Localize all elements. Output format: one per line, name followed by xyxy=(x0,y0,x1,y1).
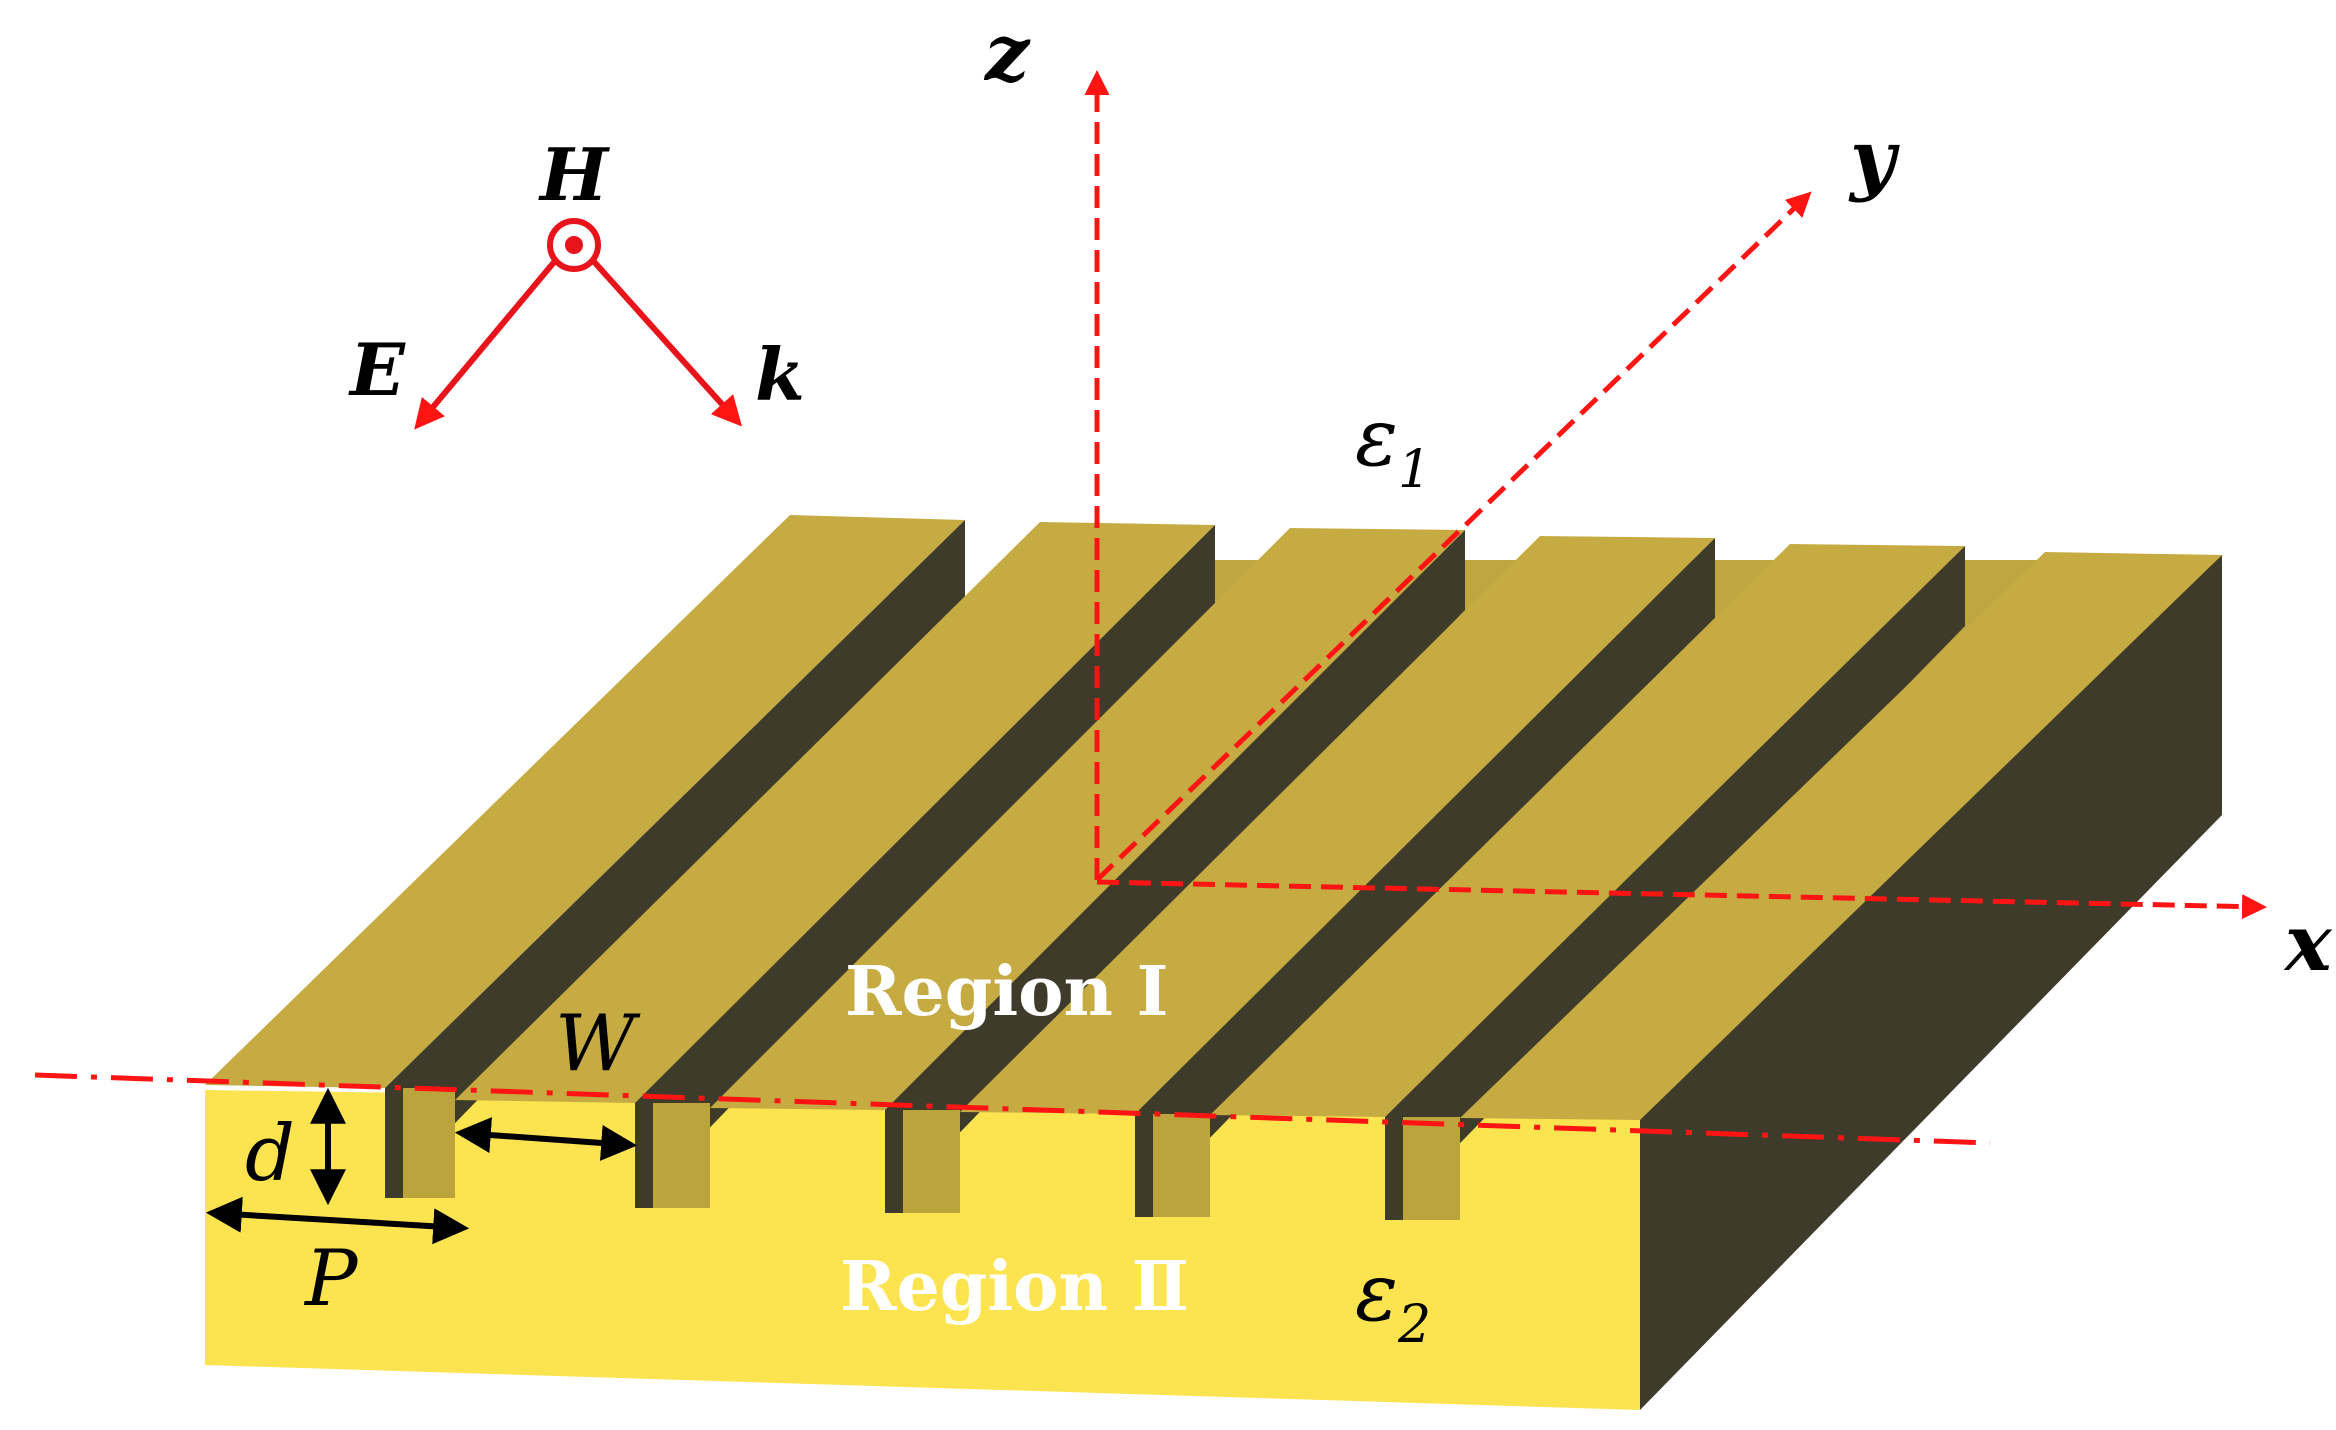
h-field-dot xyxy=(565,236,583,254)
h-field-label: H xyxy=(538,132,610,217)
x-axis xyxy=(1096,879,2267,920)
groove-notch-wall xyxy=(1135,1114,1153,1217)
ridge-side xyxy=(1135,538,1715,1215)
groove-fronts xyxy=(385,1088,1460,1220)
ridge-top xyxy=(1460,552,2222,1120)
slab-front-face xyxy=(205,1090,1640,1410)
region-1-label: Region Ⅰ xyxy=(845,952,1168,1032)
eps2-label: ε2 xyxy=(1355,1246,1431,1355)
k-vector-arrow xyxy=(585,252,743,427)
x-axis-label: x xyxy=(2283,898,2333,989)
ridge-top xyxy=(960,536,1715,1114)
ridge-side xyxy=(885,530,1465,1210)
grating-slab xyxy=(205,515,2222,1410)
permittivity-labels: ε1 ε2 xyxy=(1355,391,1431,1355)
interface-line xyxy=(34,1072,1991,1146)
w-dimension-arrow xyxy=(454,1117,638,1161)
k-vector-label: k xyxy=(755,332,805,417)
coordinate-axes: z y x xyxy=(983,8,2333,989)
ridge-top xyxy=(1210,544,1965,1117)
groove-notch-wall xyxy=(885,1110,903,1213)
ridge-top xyxy=(710,528,1465,1110)
p-dimension-arrow xyxy=(205,1196,470,1245)
dimension-annotations: W d P xyxy=(205,999,641,1324)
ridges xyxy=(205,515,2222,1220)
incident-wave: H E k xyxy=(348,132,805,430)
e-field-label: E xyxy=(348,327,406,412)
groove-notch-wall xyxy=(385,1088,403,1198)
groove-notch-wall xyxy=(1385,1117,1403,1220)
ridge-top xyxy=(205,515,965,1088)
groove-notch-wall xyxy=(635,1103,653,1208)
slab-right-face xyxy=(1640,555,2222,1410)
ridge-side xyxy=(635,525,1215,1205)
e-field-arrow xyxy=(414,253,563,430)
y-axis-label: y xyxy=(1848,113,1900,204)
eps1-label: ε1 xyxy=(1355,391,1431,500)
w-dimension-label: W xyxy=(555,999,641,1089)
d-dimension-label: d xyxy=(245,1109,295,1199)
region-2-label: Region Ⅱ xyxy=(840,1247,1189,1327)
ridge-top xyxy=(455,522,1215,1103)
y-axis xyxy=(1095,191,1812,882)
p-dimension-label: P xyxy=(303,1234,359,1324)
z-axis-label: z xyxy=(983,8,1031,99)
